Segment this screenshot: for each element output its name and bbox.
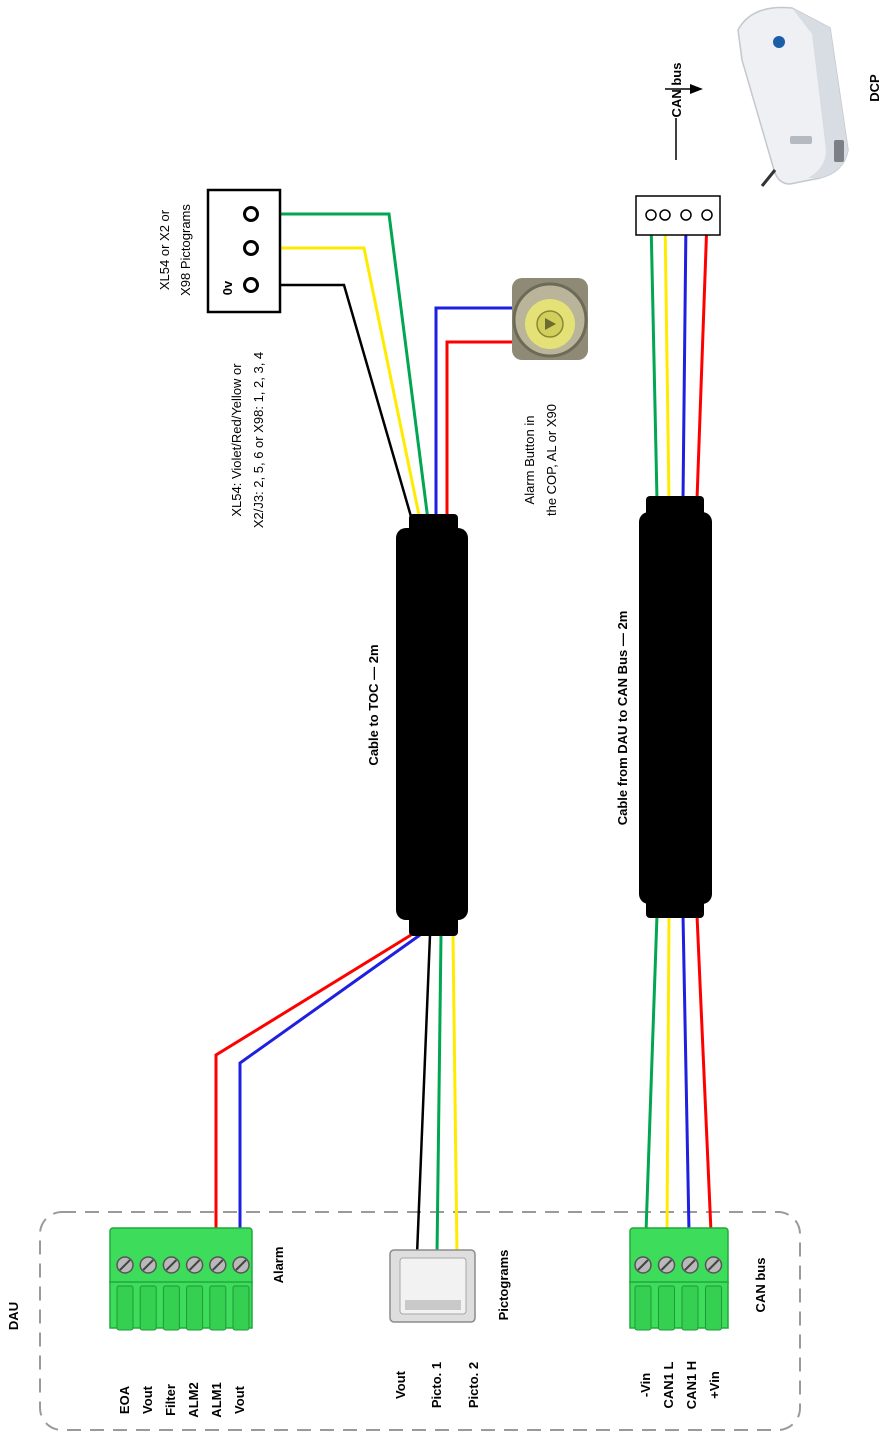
toc-cable-label: Cable to TOC — 2m (366, 644, 381, 765)
wire-black-top (264, 283, 414, 521)
can-terminal-pin-tab (681, 1285, 699, 1331)
wire-black-picto (415, 934, 432, 1256)
can-terminal-screw-slot (707, 1259, 720, 1271)
alarm-pin-label: ALM1 (209, 1382, 224, 1417)
alarm-terminal-pin-tab (116, 1285, 134, 1331)
wire-red-button (445, 340, 515, 520)
alarm-button-icon (512, 278, 588, 360)
top-pin-0v (243, 277, 259, 293)
can-top-connector (635, 195, 721, 236)
alarm-button-label-line2: the COP, AL or X90 (544, 404, 559, 516)
alarm-terminal-pin-tab (232, 1285, 250, 1331)
alarm-terminal-screw-slot (188, 1259, 201, 1271)
wire-blue-alarm (238, 933, 421, 1232)
pictogram-connector-label: Pictograms (496, 1250, 511, 1321)
top-connector-title-line2: X98 Pictograms (178, 204, 193, 296)
pictogram-top-connector (206, 188, 282, 314)
alarm-terminal-pin-tab (209, 1285, 227, 1331)
alarm-pin-label: EOA (117, 1385, 132, 1414)
pictogram-pin-label: Vout (393, 1370, 408, 1399)
alarm-terminal-pin-tab (186, 1285, 204, 1331)
alarm-pin-label: Vout (232, 1385, 247, 1414)
wire-yellow-can-top (663, 219, 671, 501)
can-terminal-pin-tab (658, 1285, 675, 1331)
pictogram-plug-icon (389, 1249, 476, 1323)
alarm-terminal-pin-tab (139, 1285, 157, 1331)
alarm-pin-label: Filter (163, 1384, 178, 1416)
top-connector-title-line1: XL54 or X2 or (157, 209, 172, 290)
alarm-terminal-screw-slot (212, 1259, 224, 1271)
top-connector-0v-label: 0v (220, 280, 235, 295)
pictogram-pin-label: Picto. 1 (429, 1362, 444, 1408)
wire-red-can-bottom (695, 914, 713, 1233)
wire-blue-can-bottom (681, 914, 691, 1233)
dau-label: DAU (6, 1302, 21, 1330)
top-pin-green (243, 206, 259, 222)
dcp-device-icon (737, 6, 849, 187)
can-pin-label: +Vin (707, 1371, 722, 1399)
dcp-label: DCP (867, 74, 882, 102)
can-pin-label: CAN1 L (661, 1361, 676, 1408)
can-terminal-screw-slot (637, 1259, 649, 1271)
can-cable (639, 496, 712, 918)
can-bus-label-top: CAN bus (669, 63, 684, 118)
can-terminal-screw-slot (684, 1259, 696, 1271)
pictogram-pin-label: Picto. 2 (466, 1362, 481, 1408)
dcp-arrow-head (690, 84, 703, 94)
wire-green-top (267, 212, 430, 521)
alarm-terminal-pin-tab (162, 1285, 180, 1331)
wire-red-can-top (695, 219, 709, 501)
top-pin-yellow (243, 240, 259, 256)
dau-enclosure (39, 1211, 801, 1431)
alarm-connector-label: Alarm (271, 1247, 286, 1284)
wire-yellow-can-bottom (665, 914, 671, 1233)
wire-red-alarm (214, 933, 412, 1232)
can-cable-label: Cable from DAU to CAN Bus — 2m (615, 611, 630, 826)
pin-mapping-line1: XL54: Violet/Red/Yellow or (229, 363, 244, 517)
alarm-terminal-screw-slot (165, 1259, 178, 1271)
wire-green-can-top (649, 219, 659, 501)
can-terminal-screw-slot (660, 1259, 673, 1271)
wire-blue-button (434, 306, 515, 520)
wire-yellow-top (267, 246, 422, 521)
pin-mapping-line2: X2/J3: 2, 5, 6 or X98: 1, 2, 3, 4 (251, 352, 266, 528)
toc-cable (396, 514, 468, 936)
wire-yellow-picto (451, 934, 459, 1256)
alarm-pin-label: Vout (140, 1385, 155, 1414)
wire-blue-can-top (681, 219, 688, 501)
can-pin-label: -Vin (638, 1373, 653, 1397)
can-pin-label: CAN1 H (684, 1361, 699, 1409)
alarm-terminal-screw-slot (142, 1259, 154, 1271)
wire-green-can-bottom (644, 914, 659, 1233)
alarm-terminal-screw-slot (235, 1259, 247, 1271)
can-terminal-pin-tab (634, 1285, 652, 1331)
can-terminal-pin-tab (705, 1285, 722, 1331)
alarm-pin-label: ALM2 (186, 1382, 201, 1417)
can-connector-label: CAN bus (753, 1258, 768, 1313)
wire-green-picto (435, 934, 443, 1256)
alarm-terminal-screw-slot (119, 1259, 131, 1271)
alarm-button-label-line1: Alarm Button in (522, 416, 537, 505)
